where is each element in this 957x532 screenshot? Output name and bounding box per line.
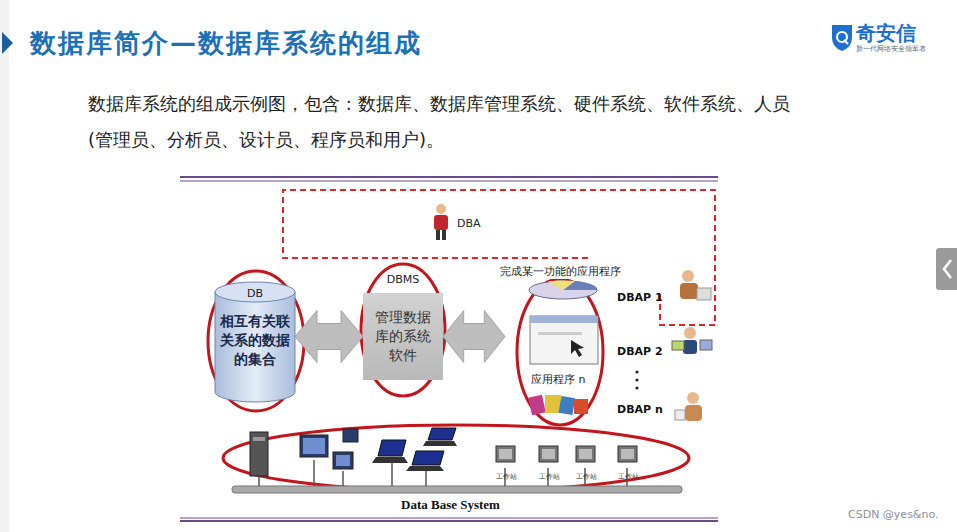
highlight-ellipse (208, 271, 304, 411)
side-strip (0, 0, 9, 532)
logo-text: 奇安信 (856, 20, 916, 47)
intro-paragraph: 数据库系统的组成示例图，包含 : 数据库、数据库管理系统、硬件系统、软件系统、人… (88, 86, 794, 158)
node-text: 相互有关联关系的数据的集合 (219, 312, 291, 369)
device-label: 工作站 (496, 472, 517, 482)
role-label: DBA (457, 217, 481, 230)
title-marker (2, 32, 13, 54)
logo-shield (832, 25, 852, 51)
node-heading: DBMS (363, 273, 443, 286)
cylinder-top (215, 282, 295, 302)
highlight-ellipse (517, 279, 603, 425)
node-text: 应用程序 n (529, 372, 587, 387)
system-caption: Data Base System (401, 497, 500, 513)
highlight-ellipse (223, 425, 689, 491)
dbms-box: DBMS管理数据库的系统软件 (363, 293, 443, 380)
network-hardware (232, 428, 682, 493)
user-label: DBAP 1 (617, 291, 663, 304)
device-label: 工作站 (618, 472, 639, 482)
app-icons (528, 280, 598, 415)
dba-dashed-loop (283, 190, 715, 325)
device-label: 工作站 (576, 472, 597, 482)
device-label: 工作站 (539, 472, 560, 482)
watermark: CSDN @yes&no. (848, 508, 938, 521)
scroll-tab (936, 248, 957, 290)
cylinder-body (215, 292, 295, 402)
user-label: DBAP n (617, 403, 663, 416)
node-heading: 完成某一功能的应用程序 (499, 264, 622, 279)
user-label: DBAP 2 (617, 345, 663, 358)
database-cylinder: DB 相互有关联关系的数据的集合 (215, 282, 295, 402)
logo-slogan: 新一代网络安全领军者 (856, 44, 926, 54)
node-text: 管理数据库的系统软件 (371, 308, 435, 365)
application-group: 完成某一功能的应用程序应用程序 n (505, 282, 605, 410)
highlight-ellipse (361, 264, 445, 396)
node-heading: DB (219, 287, 291, 300)
double-arrow (443, 311, 505, 363)
double-arrow (295, 311, 363, 363)
slide-title: 数据库简介—数据库系统的组成 (30, 26, 422, 61)
dba-person (434, 204, 448, 240)
frame-lines (180, 177, 718, 521)
